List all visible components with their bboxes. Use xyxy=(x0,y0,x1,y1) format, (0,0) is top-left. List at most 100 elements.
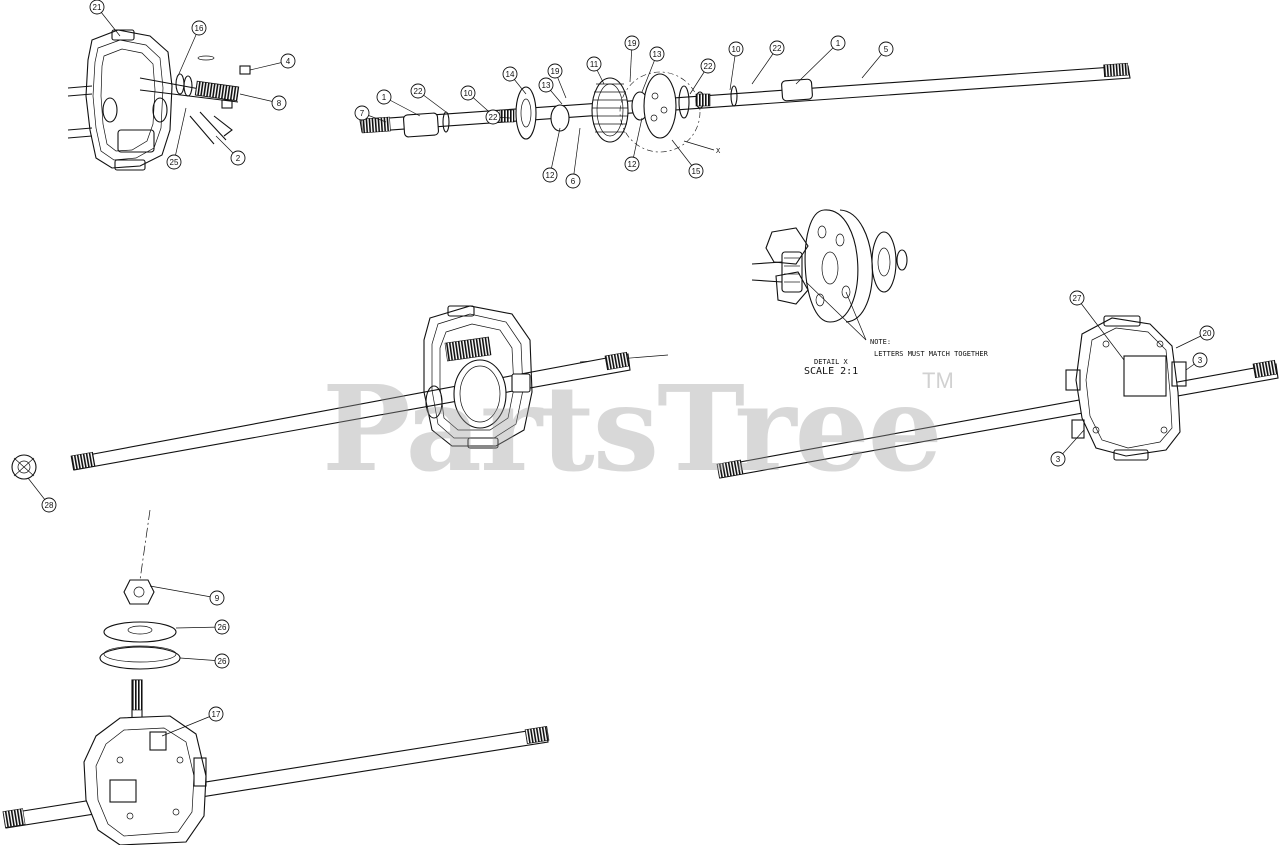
callout-label: 21 xyxy=(93,3,102,12)
callout-circle xyxy=(410,83,426,99)
callout-c20[interactable]: 20 xyxy=(1175,325,1215,349)
callout-label: 22 xyxy=(489,113,498,122)
callout-label: 27 xyxy=(1073,294,1082,303)
callout-label: 16 xyxy=(195,24,204,33)
callout-label: 13 xyxy=(653,50,662,59)
callout-label: 15 xyxy=(692,167,701,176)
callout-circle xyxy=(214,653,230,669)
callout-c17[interactable]: 17 xyxy=(161,706,224,737)
callout-label: 22 xyxy=(704,62,713,71)
callout-c9[interactable]: 9 xyxy=(149,585,225,606)
callout-label: 12 xyxy=(546,171,555,180)
callout-c3b[interactable]: 3 xyxy=(1050,429,1085,467)
callout-label: 4 xyxy=(286,57,291,66)
callout-c22b[interactable]: 22 xyxy=(485,109,511,125)
callout-label: 11 xyxy=(590,60,599,69)
housing-worm-view xyxy=(67,29,251,171)
callout-c10b[interactable]: 10 xyxy=(728,41,744,91)
callout-circle xyxy=(280,53,296,69)
callout-circle xyxy=(1069,290,1085,306)
callout-c21a[interactable]: 21 xyxy=(89,0,121,37)
callout-circle xyxy=(538,77,554,93)
callout-c6[interactable]: 6 xyxy=(565,127,581,189)
callout-label: 22 xyxy=(414,87,423,96)
callout-c7[interactable]: 7 xyxy=(354,105,387,123)
callout-circle xyxy=(208,706,224,722)
callout-circle xyxy=(830,35,846,51)
callout-label: 3 xyxy=(1198,356,1203,365)
callout-circle xyxy=(214,619,230,635)
callout-label: 1 xyxy=(382,93,387,102)
callout-c26b[interactable]: 26 xyxy=(179,653,230,669)
callout-leader xyxy=(173,107,187,163)
callout-c13b[interactable]: 13 xyxy=(641,46,665,93)
callout-c5[interactable]: 5 xyxy=(861,41,894,79)
callout-circle xyxy=(230,150,246,166)
callout-label: 25 xyxy=(170,158,179,167)
watermark-text: PartsTree xyxy=(322,359,941,498)
callout-c11[interactable]: 11 xyxy=(586,56,605,85)
callout-c22c[interactable]: 22 xyxy=(689,58,716,95)
detail-note-label: NOTE: xyxy=(870,338,891,346)
callout-circle xyxy=(41,497,57,513)
small-gear-28 xyxy=(11,454,37,480)
callout-c22d[interactable]: 22 xyxy=(751,40,785,85)
callout-circle xyxy=(542,167,558,183)
callout-circle xyxy=(191,20,207,36)
callout-c15[interactable]: 15 xyxy=(671,139,704,179)
callout-circle xyxy=(700,58,716,74)
callout-leader xyxy=(177,27,200,77)
callout-circle xyxy=(624,35,640,51)
callout-leader xyxy=(795,42,839,85)
callout-circle xyxy=(1050,451,1066,467)
callout-c16[interactable]: 16 xyxy=(177,20,207,77)
callout-c1b[interactable]: 1 xyxy=(795,35,846,85)
axle-with-pulley xyxy=(2,509,550,845)
callout-circle xyxy=(1192,352,1208,368)
detail-note-text: LETTERS MUST MATCH TOGETHER xyxy=(874,350,989,358)
callout-circle xyxy=(354,105,370,121)
callout-c25[interactable]: 25 xyxy=(166,107,187,170)
callout-c13a[interactable]: 13 xyxy=(538,77,563,105)
callout-c12b[interactable]: 12 xyxy=(624,117,643,172)
callout-circle xyxy=(89,0,105,15)
callout-c8[interactable]: 8 xyxy=(239,93,287,111)
callout-circle xyxy=(565,173,581,189)
callout-label: 14 xyxy=(506,70,515,79)
callout-label: 5 xyxy=(884,45,889,54)
callout-c19b[interactable]: 19 xyxy=(624,35,640,83)
callout-c28[interactable]: 28 xyxy=(27,477,57,513)
callout-c26a[interactable]: 26 xyxy=(175,619,230,635)
callout-c27[interactable]: 27 xyxy=(1069,290,1125,361)
assembled-open-axle xyxy=(70,305,669,471)
callout-leader xyxy=(549,127,561,176)
callout-label: 9 xyxy=(215,594,220,603)
callout-label: 13 xyxy=(542,81,551,90)
callout-circle xyxy=(624,156,640,172)
callout-leader xyxy=(572,127,581,182)
callout-c4[interactable]: 4 xyxy=(249,53,296,71)
callout-circle xyxy=(586,56,602,72)
callout-circle xyxy=(460,85,476,101)
callout-label: 17 xyxy=(212,710,221,719)
callout-c12a[interactable]: 12 xyxy=(542,127,561,183)
callout-circle xyxy=(485,109,501,125)
callout-c14[interactable]: 14 xyxy=(502,66,527,95)
callout-c3a[interactable]: 3 xyxy=(1185,352,1208,371)
callout-c19a[interactable]: 19 xyxy=(547,63,567,99)
callout-c2[interactable]: 2 xyxy=(215,135,246,166)
callout-leader xyxy=(149,585,218,599)
assembled-closed-axle xyxy=(716,315,1279,479)
callout-circle xyxy=(688,163,704,179)
callout-circle xyxy=(769,40,785,56)
callout-circle xyxy=(728,41,744,57)
callout-label: 1 xyxy=(836,39,841,48)
detail-title: DETAIL X xyxy=(814,358,849,366)
callout-label: 28 xyxy=(45,501,54,510)
callout-c22a[interactable]: 22 xyxy=(410,83,447,113)
callout-c1a[interactable]: 1 xyxy=(376,89,421,117)
callout-leader xyxy=(175,626,223,629)
callout-label: 2 xyxy=(236,154,241,163)
